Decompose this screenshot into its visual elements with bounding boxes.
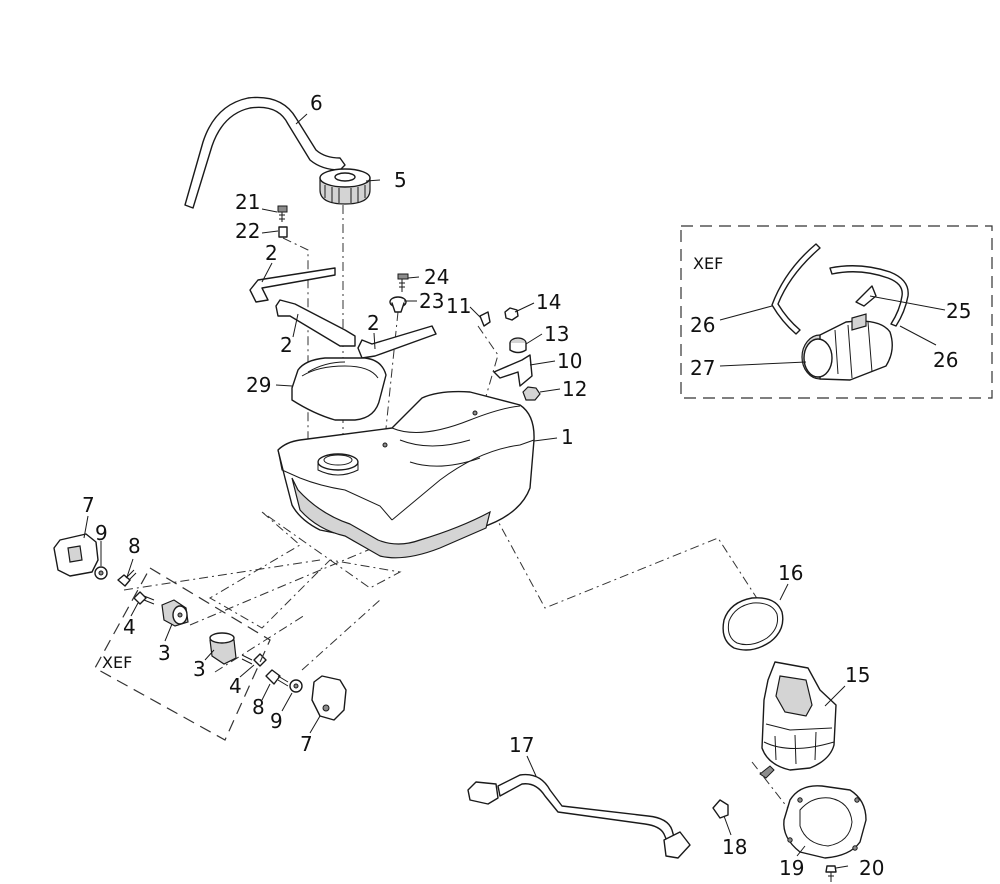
callout-8-right: 8: [252, 695, 265, 719]
callout-18: 18: [722, 835, 747, 859]
part-23-grommet: [389, 296, 407, 313]
part-4-bolt-left: [133, 591, 155, 605]
callout-29: 29: [246, 373, 271, 397]
xef-label-bracket: XEF: [102, 653, 132, 672]
callout-16: 16: [778, 561, 803, 585]
callout-27: 27: [690, 356, 715, 380]
callout-7-right: 7: [300, 732, 313, 756]
part-12-nut: [522, 386, 541, 401]
part-5-filler-cap: [319, 168, 371, 205]
part-18-hose-clip: [712, 799, 729, 819]
part-21-screw: [277, 205, 288, 222]
part-10-bracket: [493, 354, 533, 387]
leader-lines: [83, 113, 946, 869]
callout-19: 19: [779, 856, 804, 880]
callout-22: 22: [235, 219, 260, 243]
part-7-mount-bracket-right: [311, 675, 347, 721]
part-13-rubber-mount: [509, 337, 527, 354]
callout-9-left: 9: [95, 521, 108, 545]
callout-26-right: 26: [933, 348, 958, 372]
part-2-seal-upper: [249, 267, 336, 303]
xef-variant-box: [680, 225, 993, 399]
callout-23: 23: [419, 289, 444, 313]
callout-9-right: 9: [270, 709, 283, 733]
part-20-bolt: [825, 865, 837, 882]
part-22-collar: [278, 226, 288, 238]
callout-2-upper: 2: [265, 241, 278, 265]
callout-4-left: 4: [123, 615, 136, 639]
part-25-clip: [855, 285, 877, 307]
part-24-screw: [397, 273, 409, 292]
callout-24: 24: [424, 265, 449, 289]
callout-20: 20: [859, 856, 884, 880]
part-15-fuel-pump: [759, 661, 837, 779]
part-6-breather-hose: [184, 96, 346, 209]
part-7-mount-bracket-left: [53, 533, 99, 577]
callout-21: 21: [235, 190, 260, 214]
part-16-gasket-ring: [722, 597, 784, 651]
part-9-washer-right: [289, 679, 303, 693]
callout-26-left: 26: [690, 313, 715, 337]
callout-2-right: 2: [367, 311, 380, 335]
part-26-hose-left: [771, 243, 821, 335]
part-26-hose-right: [829, 265, 909, 327]
part-14-nut: [504, 307, 519, 321]
callout-17: 17: [509, 733, 534, 757]
xef-bracket-outline: [94, 567, 271, 741]
callout-4-right: 4: [229, 674, 242, 698]
callout-14: 14: [536, 290, 561, 314]
callout-10: 10: [557, 349, 582, 373]
callout-11: 11: [446, 294, 471, 318]
part-11-clip: [479, 311, 491, 327]
part-9-washer-left: [94, 566, 108, 580]
part-27-canister: [801, 313, 893, 381]
callout-3-left: 3: [158, 641, 171, 665]
part-1-fuel-tank: [277, 390, 535, 559]
part-17-fuel-hose: [467, 773, 691, 859]
part-29-cover-pad: [291, 357, 387, 421]
callout-6: 6: [310, 91, 323, 115]
callout-1: 1: [561, 425, 574, 449]
callout-5: 5: [394, 168, 407, 192]
callout-labels: 6 5 21 22 2 2 2 24 23 11 14 13 10 12 1 2…: [82, 91, 971, 880]
callout-2-middle: 2: [280, 333, 293, 357]
xef-label-box: XEF: [693, 254, 723, 273]
part-2-seal-middle: [275, 299, 356, 347]
callout-12: 12: [562, 377, 587, 401]
callout-7-left: 7: [82, 493, 95, 517]
callout-3-right: 3: [193, 657, 206, 681]
part-3-spacer-left: [161, 599, 189, 627]
callout-8-left: 8: [128, 534, 141, 558]
part-8-bolt-left: [117, 569, 137, 587]
callout-13: 13: [544, 322, 569, 346]
callout-15: 15: [845, 663, 870, 687]
part-8-bolt-right: [265, 669, 289, 687]
callout-25: 25: [946, 299, 971, 323]
part-19-retaining-plate: [783, 785, 867, 859]
part-3-spacer-right: [209, 632, 237, 665]
